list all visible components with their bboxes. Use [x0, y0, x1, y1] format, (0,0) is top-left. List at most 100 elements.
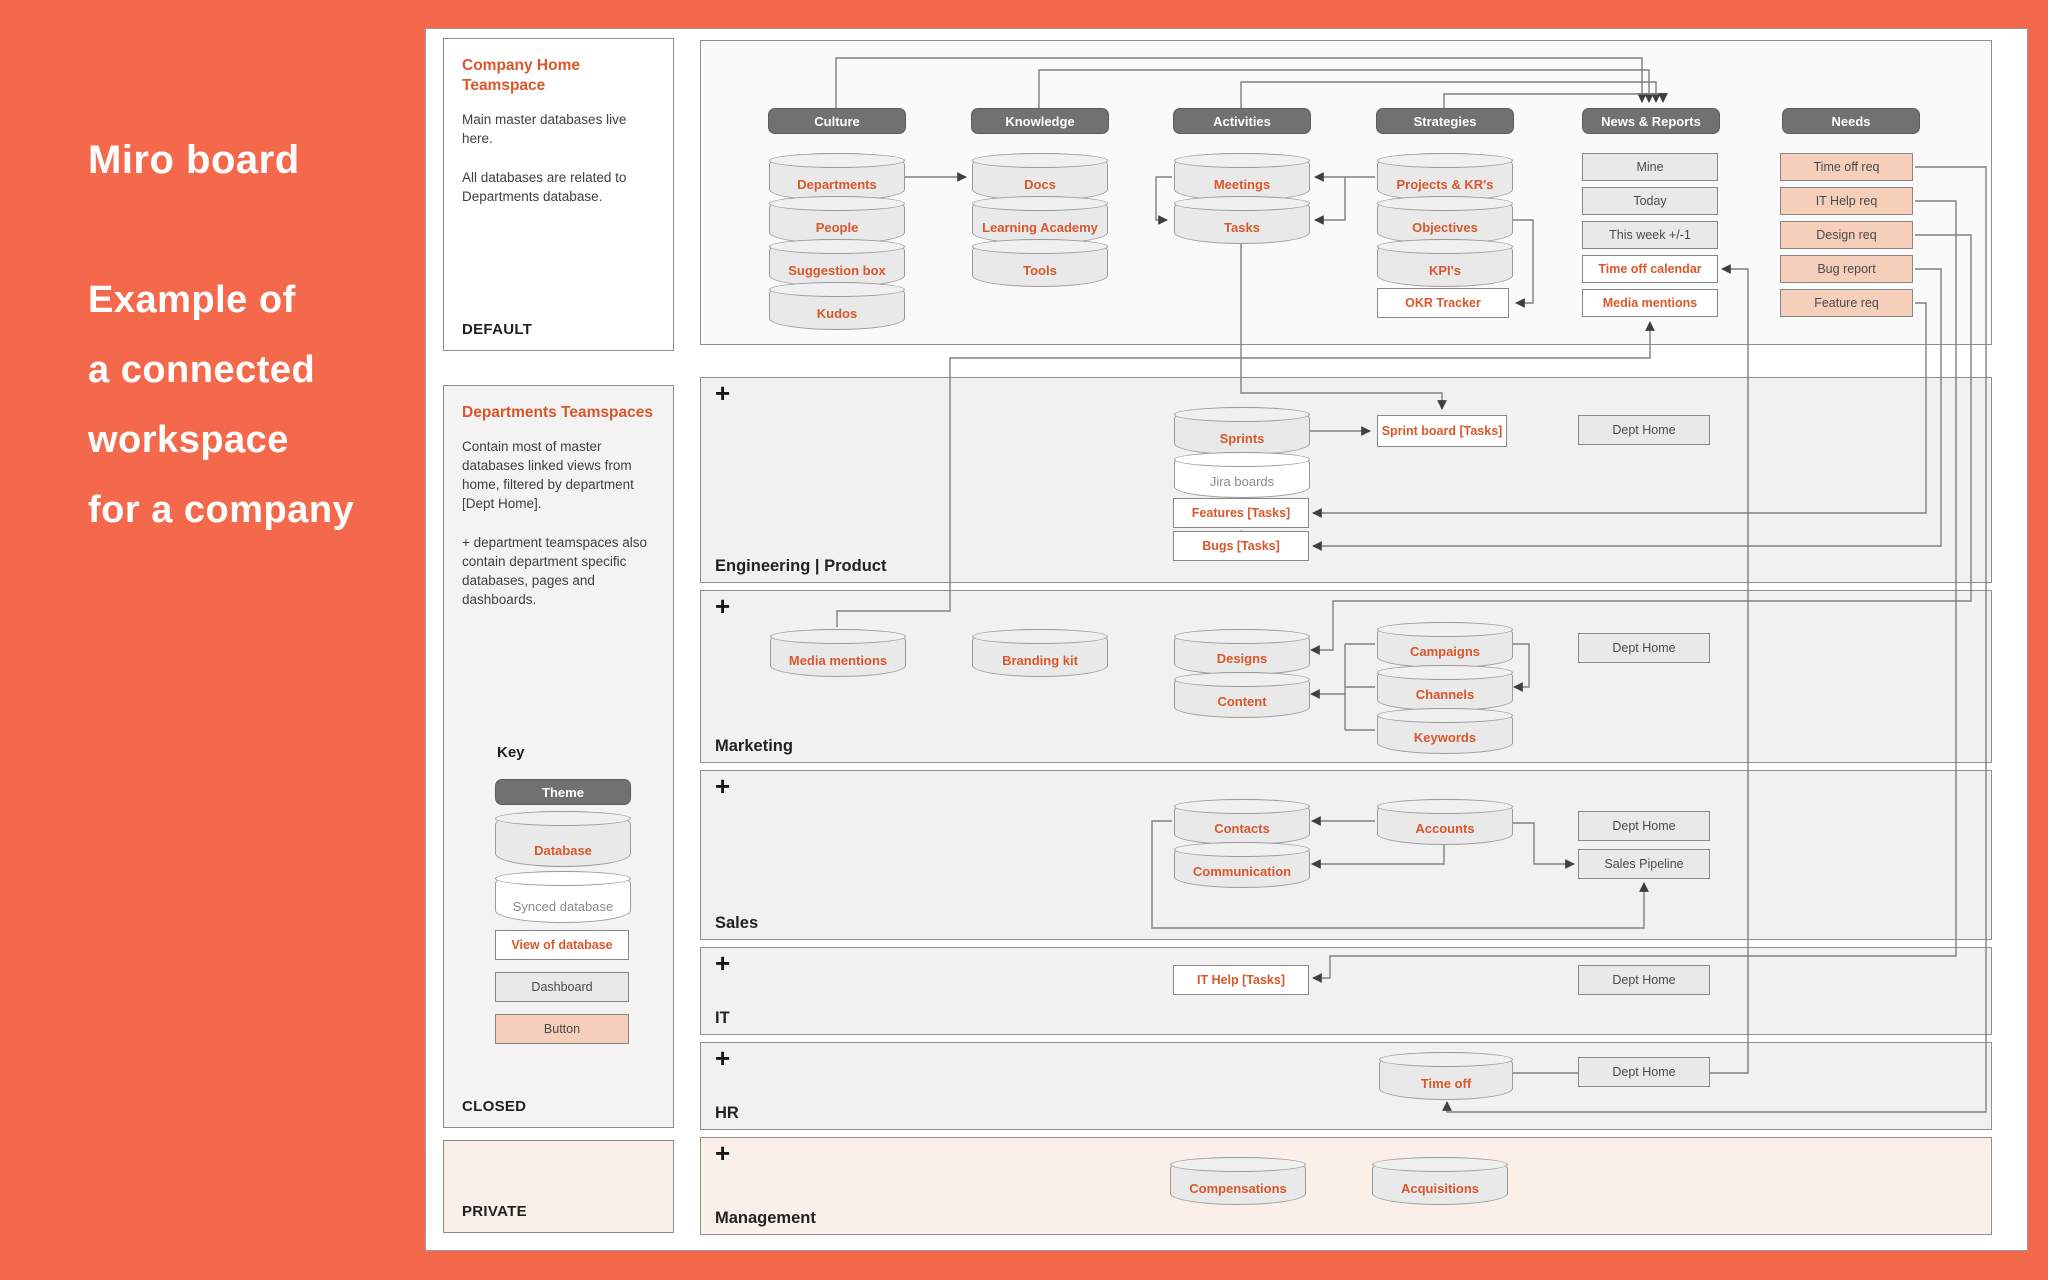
- db-keywords-label: Keywords: [1413, 730, 1477, 745]
- dashboard-mine[interactable]: Mine: [1582, 153, 1718, 181]
- theme-strategies[interactable]: Strategies: [1376, 108, 1514, 134]
- db-tasks-label: Tasks: [1224, 220, 1260, 235]
- button-it-help-req[interactable]: IT Help req: [1780, 187, 1913, 215]
- dashboard-dept-home-sales[interactable]: Dept Home: [1578, 811, 1710, 841]
- db-docs-label: Docs: [1024, 177, 1056, 192]
- view-bugs-tasks[interactable]: Bugs [Tasks]: [1173, 531, 1309, 561]
- button-time-off-req[interactable]: Time off req: [1780, 153, 1913, 181]
- expand-management-plus[interactable]: +: [715, 1138, 731, 1168]
- expand-it-plus[interactable]: +: [715, 948, 731, 978]
- panel-company-home-title: Company Home Teamspace: [462, 57, 580, 94]
- theme-activities[interactable]: Activities: [1173, 108, 1311, 134]
- expand-sales-plus[interactable]: +: [715, 771, 731, 801]
- db-kudos[interactable]: Kudos: [769, 282, 905, 330]
- theme-news-reports[interactable]: News & Reports: [1582, 108, 1720, 134]
- dashboard-this-week[interactable]: This week +/-1: [1582, 221, 1718, 249]
- db-kpis[interactable]: KPI's: [1377, 239, 1513, 287]
- db-jira-boards[interactable]: Jira boards: [1174, 452, 1310, 498]
- dashboard-today[interactable]: Today: [1582, 187, 1718, 215]
- db-contacts[interactable]: Contacts: [1174, 799, 1310, 845]
- dashboard-dept-home-hr[interactable]: Dept Home: [1578, 1057, 1710, 1087]
- panel-company-home-text: Main master databases live here.: [462, 112, 627, 146]
- db-communication[interactable]: Communication: [1174, 842, 1310, 888]
- db-communication-label: Communication: [1192, 864, 1292, 879]
- teamspace-status-closed: CLOSED: [462, 1098, 527, 1115]
- row-sales: + Sales: [700, 770, 1992, 940]
- panel-departments-title: Departments Teamspaces: [462, 404, 653, 421]
- view-media-mentions[interactable]: Media mentions: [1582, 289, 1718, 317]
- dashboard-sales-pipeline[interactable]: Sales Pipeline: [1578, 849, 1710, 879]
- caption-line: workspace: [88, 419, 289, 461]
- caption-subtitle: Example of a connected workspace for a c…: [88, 265, 354, 545]
- panel-company-home: Company Home Teamspace Main master datab…: [443, 38, 674, 351]
- key-title: Key: [497, 744, 525, 761]
- db-objectives-label: Objectives: [1412, 220, 1478, 235]
- key-theme-sample: Theme: [495, 779, 631, 805]
- db-tools[interactable]: Tools: [972, 239, 1108, 287]
- dashboard-dept-home-it[interactable]: Dept Home: [1578, 965, 1710, 995]
- db-time-off[interactable]: Time off: [1379, 1052, 1513, 1100]
- db-branding-kit[interactable]: Branding kit: [972, 629, 1108, 677]
- db-accounts-label: Accounts: [1415, 821, 1475, 836]
- db-acquisitions-label: Acquisitions: [1400, 1181, 1479, 1196]
- panel-company-home-text: All databases are related to Departments…: [462, 170, 627, 204]
- row-label-management: Management: [715, 1209, 816, 1227]
- row-management: + Management: [700, 1137, 1992, 1235]
- key-database-sample: Database: [495, 811, 631, 867]
- key-synced-label: Synced database: [512, 899, 614, 914]
- db-learning-academy[interactable]: Learning Academy: [972, 196, 1108, 244]
- expand-engineering-plus[interactable]: +: [715, 378, 731, 408]
- row-marketing: + Marketing: [700, 590, 1992, 763]
- db-compensations[interactable]: Compensations: [1170, 1157, 1306, 1205]
- db-tools-label: Tools: [1023, 263, 1057, 278]
- db-time-off-label: Time off: [1420, 1076, 1472, 1091]
- panel-departments-teamspaces: Departments Teamspaces Contain most of m…: [443, 385, 674, 1128]
- db-meetings[interactable]: Meetings: [1174, 153, 1310, 201]
- db-docs[interactable]: Docs: [972, 153, 1108, 201]
- db-designs-label: Designs: [1216, 651, 1268, 666]
- view-sprint-board-tasks[interactable]: Sprint board [Tasks]: [1377, 415, 1507, 447]
- key-button-sample: Button: [495, 1014, 629, 1044]
- key-database-label: Database: [534, 843, 592, 858]
- db-kpis-label: KPI's: [1429, 263, 1461, 278]
- theme-needs[interactable]: Needs: [1782, 108, 1920, 134]
- button-bug-report[interactable]: Bug report: [1780, 255, 1913, 283]
- db-content[interactable]: Content: [1174, 672, 1310, 718]
- view-time-off-calendar[interactable]: Time off calendar: [1582, 255, 1718, 283]
- db-campaigns[interactable]: Campaigns: [1377, 622, 1513, 668]
- db-departments[interactable]: Departments: [769, 153, 905, 201]
- db-people[interactable]: People: [769, 196, 905, 244]
- db-departments-label: Departments: [797, 177, 877, 192]
- db-learning-academy-label: Learning Academy: [982, 220, 1098, 235]
- db-designs[interactable]: Designs: [1174, 629, 1310, 675]
- button-design-req[interactable]: Design req: [1780, 221, 1913, 249]
- row-hr: + HR: [700, 1042, 1992, 1130]
- db-suggestion-box[interactable]: Suggestion box: [769, 239, 905, 287]
- expand-marketing-plus[interactable]: +: [715, 591, 731, 621]
- key-view-sample: View of database: [495, 930, 629, 960]
- view-features-tasks[interactable]: Features [Tasks]: [1173, 498, 1309, 528]
- theme-culture[interactable]: Culture: [768, 108, 906, 134]
- caption-line: for a company: [88, 489, 355, 531]
- db-accounts[interactable]: Accounts: [1377, 799, 1513, 845]
- view-it-help-tasks[interactable]: IT Help [Tasks]: [1173, 965, 1309, 995]
- caption-line: a connected: [88, 349, 316, 391]
- db-keywords[interactable]: Keywords: [1377, 708, 1513, 754]
- row-label-marketing: Marketing: [715, 737, 793, 755]
- button-feature-req[interactable]: Feature req: [1780, 289, 1913, 317]
- db-branding-kit-label: Branding kit: [1002, 653, 1078, 668]
- db-projects-krs[interactable]: Projects & KR's: [1377, 153, 1513, 201]
- view-okr-tracker[interactable]: OKR Tracker: [1377, 288, 1509, 318]
- expand-hr-plus[interactable]: +: [715, 1043, 731, 1073]
- dashboard-dept-home-engineering[interactable]: Dept Home: [1578, 415, 1710, 445]
- db-tasks[interactable]: Tasks: [1174, 196, 1310, 244]
- db-acquisitions[interactable]: Acquisitions: [1372, 1157, 1508, 1205]
- panel-private: PRIVATE: [443, 1140, 674, 1233]
- db-sprints[interactable]: Sprints: [1174, 407, 1310, 455]
- dashboard-dept-home-marketing[interactable]: Dept Home: [1578, 633, 1710, 663]
- db-objectives[interactable]: Objectives: [1377, 196, 1513, 244]
- db-media-mentions-marketing[interactable]: Media mentions: [770, 629, 906, 677]
- theme-knowledge[interactable]: Knowledge: [971, 108, 1109, 134]
- teamspace-status-private: PRIVATE: [462, 1203, 527, 1220]
- db-channels[interactable]: Channels: [1377, 665, 1513, 711]
